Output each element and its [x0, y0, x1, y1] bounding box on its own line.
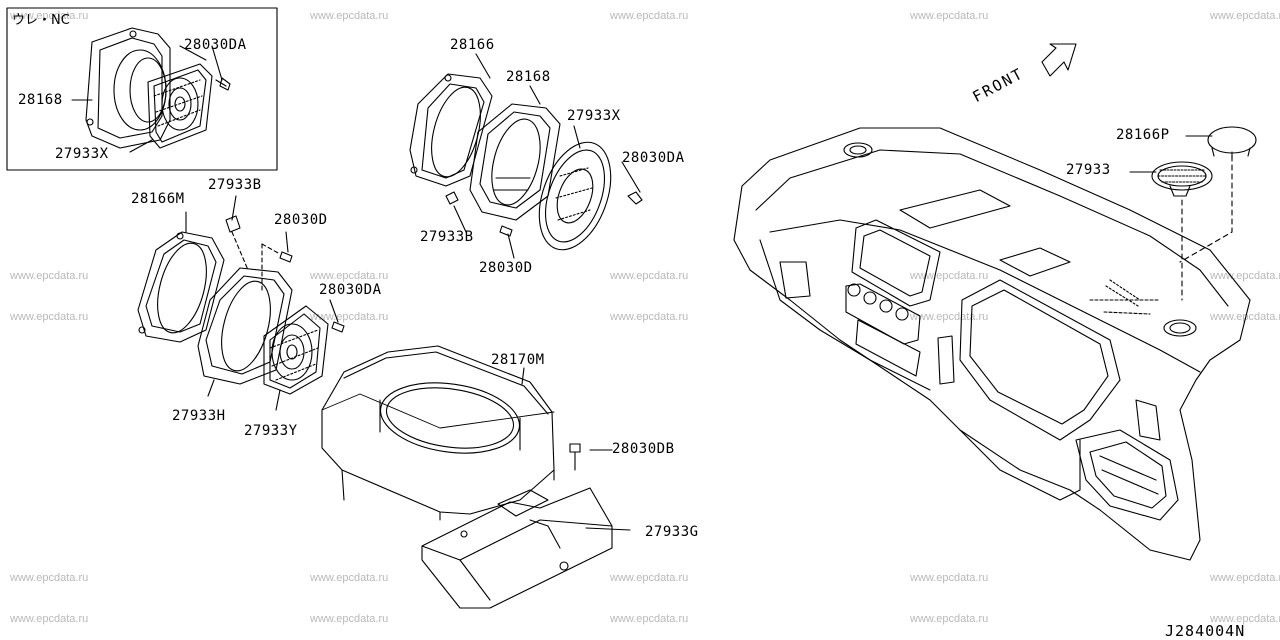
label-left-28030DA: 28030DA	[319, 282, 382, 298]
front-arrow	[1042, 44, 1076, 76]
left-speaker-bracket	[138, 232, 224, 342]
watermark: www.epcdata.ru	[10, 10, 89, 22]
watermark: www.epcdata.ru	[310, 10, 389, 22]
label-box-28170M: 28170M	[491, 352, 545, 368]
watermark: www.epcdata.ru	[1210, 572, 1280, 584]
subwoofer-bracket	[422, 488, 612, 608]
watermark: www.epcdata.ru	[10, 270, 89, 282]
label-left-28166M: 28166M	[131, 191, 185, 207]
top-clips-screws	[446, 192, 642, 236]
left-leaders	[186, 196, 338, 410]
label-box-27933G: 27933G	[645, 524, 699, 540]
label-inset-28030DA: 28030DA	[184, 37, 247, 53]
inset-speaker-unit	[148, 64, 212, 148]
watermark: www.epcdata.ru	[910, 270, 989, 282]
watermark: www.epcdata.ru	[910, 572, 989, 584]
inset-leaders	[72, 46, 222, 152]
label-top-28166: 28166	[450, 37, 495, 53]
watermark: www.epcdata.ru	[910, 10, 989, 22]
watermark: www.epcdata.ru	[610, 10, 689, 22]
label-dash-28166P: 28166P	[1116, 127, 1170, 143]
top-speaker-grille	[526, 132, 624, 259]
label-left-27933H: 27933H	[172, 408, 226, 424]
label-top-28168: 28168	[506, 69, 551, 85]
watermark: www.epcdata.ru	[10, 572, 89, 584]
label-left-27933Y: 27933Y	[244, 423, 298, 439]
watermark: www.epcdata.ru	[1210, 10, 1280, 22]
watermark: www.epcdata.ru	[910, 311, 989, 323]
tweeter-cap	[1208, 127, 1256, 158]
left-clips-screws	[226, 216, 344, 332]
label-inset-28168: 28168	[18, 92, 63, 108]
watermark: www.epcdata.ru	[10, 311, 89, 323]
left-speaker-unit	[264, 306, 328, 394]
label-top-27933X: 27933X	[567, 108, 621, 124]
dashboard-leaders	[1130, 136, 1212, 172]
watermark: www.epcdata.ru	[310, 311, 389, 323]
watermark: www.epcdata.ru	[610, 270, 689, 282]
watermark: www.epcdata.ru	[310, 270, 389, 282]
watermark: www.epcdata.ru	[10, 613, 89, 625]
watermark: www.epcdata.ru	[610, 311, 689, 323]
watermark: www.epcdata.ru	[310, 572, 389, 584]
label-top-27933B: 27933B	[420, 229, 474, 245]
box-leaders	[522, 368, 630, 530]
watermark: www.epcdata.ru	[1210, 613, 1280, 625]
diagram-code: J284004N	[1165, 622, 1246, 640]
subwoofer-bolt	[570, 444, 580, 470]
watermark: www.epcdata.ru	[1210, 270, 1280, 282]
subwoofer-box	[322, 346, 554, 520]
tweeter-grille	[1152, 162, 1212, 196]
inset-title: ウレ・NC	[12, 13, 70, 28]
label-top-28030D: 28030D	[479, 260, 533, 276]
top-leaders	[454, 54, 640, 258]
inset-speaker-bracket	[86, 28, 170, 148]
watermark: www.epcdata.ru	[1210, 311, 1280, 323]
watermark: www.epcdata.ru	[310, 613, 389, 625]
label-left-28030D: 28030D	[274, 212, 328, 228]
inset-screw	[216, 78, 230, 90]
label-top-28030DA: 28030DA	[622, 150, 685, 166]
watermark: www.epcdata.ru	[610, 572, 689, 584]
inset-frame	[7, 8, 277, 170]
dashboard-dashed-lines	[1180, 156, 1232, 300]
label-inset-27933X: 27933X	[55, 146, 109, 162]
watermark: www.epcdata.ru	[910, 613, 989, 625]
label-left-27933B: 27933B	[208, 177, 262, 193]
dashboard-panel	[734, 128, 1250, 560]
label-dash-27933: 27933	[1066, 162, 1111, 178]
watermark: www.epcdata.ru	[610, 613, 689, 625]
label-box-28030DB: 28030DB	[612, 441, 675, 457]
